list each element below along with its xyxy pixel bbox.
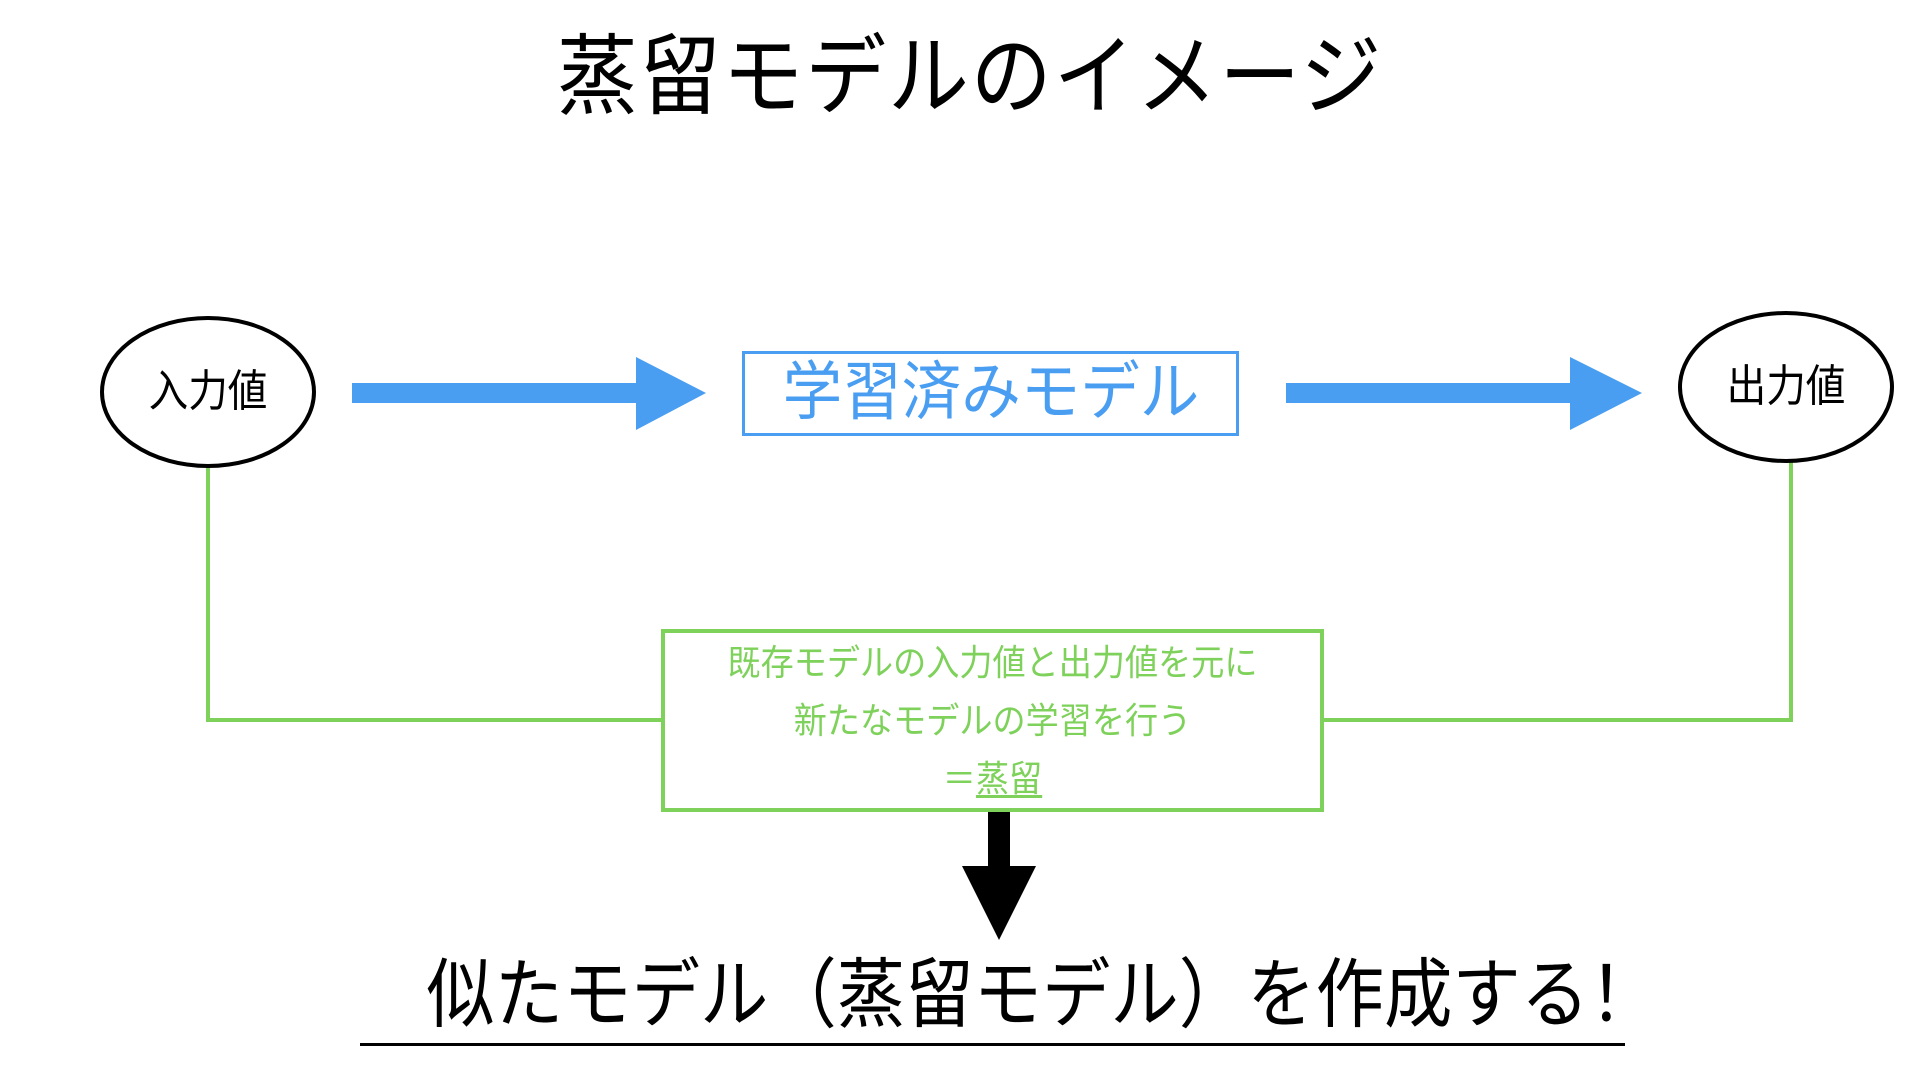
distillation-box: 既存モデルの入力値と出力値を元に 新たなモデルの学習を行う ＝蒸留 [661, 629, 1324, 812]
input-node-label: 入力値 [148, 366, 268, 417]
result-underline [360, 1043, 1625, 1046]
distillation-term: 蒸留 [975, 759, 1043, 800]
output-to-distill-connector [1320, 462, 1793, 722]
distillation-line-2: 新たなモデルの学習を行う [793, 701, 1192, 742]
trained-model-label: 学習済みモデル [782, 356, 1199, 430]
input-node-ellipse [100, 316, 316, 468]
equals-sign: ＝ [942, 759, 976, 800]
distillation-line-1: 既存モデルの入力値と出力値を元に [727, 643, 1258, 684]
result-statement: 似たモデル（蒸留モデル）を作成する！ [358, 950, 1657, 1040]
trained-model-box: 学習済みモデル [742, 351, 1239, 436]
output-node-ellipse [1678, 311, 1894, 463]
input-to-distill-connector [206, 466, 661, 722]
diagram-title: 蒸留モデルのイメージ [556, 25, 1384, 128]
result-text: 似たモデル（蒸留モデル）を作成する！ [426, 950, 1658, 1039]
input-to-model-arrow [352, 357, 706, 430]
distillation-line-3: ＝蒸留 [691, 751, 1294, 809]
distill-to-result-arrow [962, 810, 1036, 940]
output-node-label: 出力値 [1726, 361, 1846, 412]
model-to-output-arrow [1286, 357, 1642, 430]
